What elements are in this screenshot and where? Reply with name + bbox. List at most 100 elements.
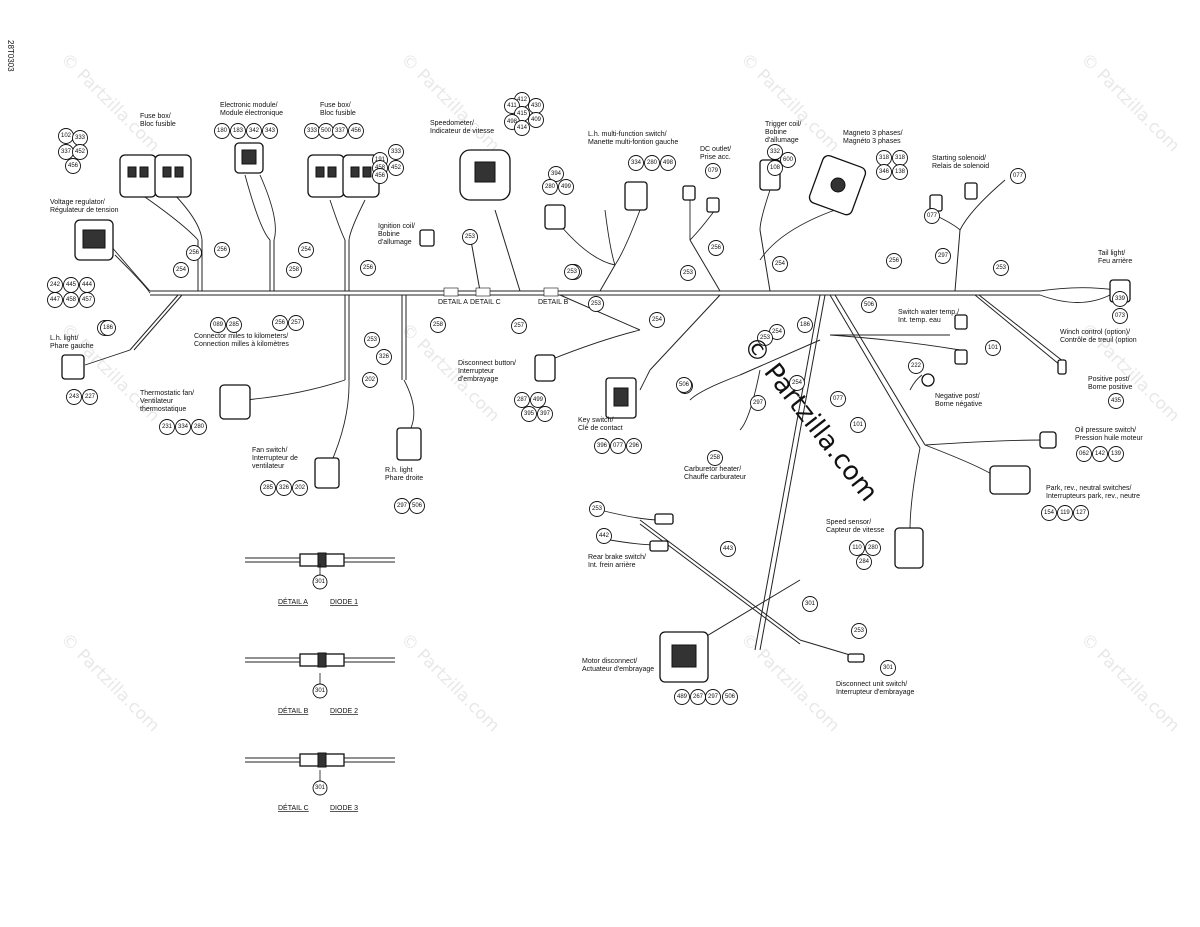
- label-line: Speedometer/: [430, 120, 474, 127]
- part-callout: 334: [175, 419, 191, 435]
- callout-number: 253: [592, 506, 603, 512]
- part-callout: 253: [680, 265, 696, 281]
- label-line: Disconnect button/: [458, 360, 516, 367]
- connector-multi-function[interactable]: [544, 181, 648, 230]
- connector-dc-outlet[interactable]: [682, 185, 720, 213]
- label-positive: Positive post/Borne positive: [1088, 376, 1132, 391]
- connector-disconnect-unit[interactable]: [847, 653, 865, 663]
- label-line: Régulateur de tension: [50, 207, 119, 214]
- part-callout: 253: [757, 330, 773, 346]
- part-callout: 285: [226, 317, 242, 333]
- callout-number: 445: [66, 282, 77, 288]
- detail-title: DÉTAIL B: [278, 706, 309, 715]
- connector-rh-light[interactable]: [396, 427, 422, 461]
- part-callout: 077: [1010, 168, 1026, 184]
- watermark: © Partzilla.com: [396, 629, 503, 736]
- connector-fan-switch[interactable]: [314, 457, 340, 489]
- callout-number: 243: [69, 394, 80, 400]
- connector-switch-water-temp[interactable]: [954, 314, 968, 365]
- part-callout: 077: [830, 391, 846, 407]
- part-callout: 280: [865, 540, 881, 556]
- connector-motor-disconnect[interactable]: [659, 631, 709, 683]
- connector-rear-brake[interactable]: [649, 513, 674, 552]
- label-line: L.h. light/: [50, 335, 78, 342]
- callout-number: 337: [335, 128, 346, 134]
- callout-number: 334: [631, 160, 642, 166]
- part-callout: 333: [388, 144, 404, 160]
- part-callout: 079: [705, 163, 721, 179]
- callout-number: 506: [725, 694, 736, 700]
- label-line: Carburetor heater/: [684, 466, 741, 473]
- callout-number: 242: [50, 282, 61, 288]
- callout-number: 139: [1111, 451, 1122, 457]
- part-callout: 284: [856, 554, 872, 570]
- connector-park-rev-neutral[interactable]: [989, 465, 1031, 495]
- connector-voltage-regulator[interactable]: [74, 219, 114, 261]
- callout-number: 101: [853, 422, 864, 428]
- connector-fuse-box-1[interactable]: [119, 154, 192, 198]
- callout-number: 186: [800, 322, 811, 328]
- part-callout: 337: [58, 144, 74, 160]
- fine-wires: [84, 174, 1116, 661]
- connector-disconnect-button[interactable]: [534, 354, 556, 382]
- connector-electronic-module[interactable]: [234, 142, 264, 174]
- callout-number: 337: [61, 149, 72, 155]
- callout-number: 267: [693, 694, 704, 700]
- part-callout: 256: [186, 245, 202, 261]
- label-rearbrake: Rear brake switch/Int. frein arrière: [588, 554, 646, 569]
- label-winch: Winch control (option)/Contrôle de treui…: [1060, 329, 1137, 344]
- part-callout: 138: [892, 164, 908, 180]
- part-callout: 326: [376, 349, 392, 365]
- connector-key-switch[interactable]: [605, 377, 637, 419]
- label-line: Connector miles to kilometers/: [194, 333, 288, 340]
- connector-magneto[interactable]: [808, 154, 867, 216]
- part-callout: 256: [214, 242, 230, 258]
- connector-lh-light[interactable]: [61, 354, 85, 380]
- part-callout: 339: [1112, 291, 1128, 307]
- callout-number: 110: [852, 545, 862, 551]
- callout-number: 506: [864, 302, 875, 308]
- callout-number: 102: [61, 133, 72, 139]
- label-line: Borne négative: [935, 401, 982, 408]
- detail-a-diagram: [245, 552, 395, 568]
- callout-number: 285: [263, 485, 274, 491]
- negative-post[interactable]: [921, 373, 935, 387]
- detail-part: 301: [315, 688, 326, 694]
- detail-name: DIODE 1: [330, 599, 358, 606]
- callout-number: 180: [217, 128, 228, 134]
- label-line: Electronic module/: [220, 102, 278, 109]
- label-taillight: Tail light/Feu arrière: [1098, 250, 1132, 265]
- callout-number: 326: [279, 485, 290, 491]
- callout-number: 456: [68, 163, 79, 169]
- connector-speed-sensor[interactable]: [894, 527, 924, 569]
- connector-oil-pressure[interactable]: [1039, 431, 1057, 449]
- watermark: © Partzilla.com: [736, 629, 843, 736]
- callout-number: 119: [1060, 510, 1070, 516]
- callout-number: 254: [792, 380, 803, 386]
- label-line: Relais de solenoid: [932, 163, 989, 170]
- part-callout: 499: [530, 392, 546, 408]
- part-callout: 183: [230, 123, 246, 139]
- label-line: Speed sensor/: [826, 519, 871, 526]
- document-id: 28T0303: [6, 40, 15, 72]
- connector-thermostatic-fan[interactable]: [219, 384, 251, 420]
- label-switchwater: Switch water temp./Int. temp. eau: [898, 309, 959, 324]
- connector-starting-solenoid[interactable]: [929, 182, 978, 212]
- label-line: Thermostatic fan/: [140, 390, 194, 397]
- connector-ignition-coil[interactable]: [419, 229, 435, 247]
- label-line: Trigger coil/: [765, 121, 801, 128]
- detail-name: DIODE 2: [330, 708, 358, 715]
- main-harness: [129, 209, 1065, 656]
- callout-number: 456: [351, 128, 362, 134]
- callout-number: 506: [679, 382, 690, 388]
- part-callout: 101: [850, 417, 866, 433]
- connector-fuse-box-2[interactable]: [307, 154, 380, 198]
- label-keyswitch: Key switch/Clé de contact: [578, 417, 623, 432]
- positive-post[interactable]: [1057, 359, 1067, 375]
- label-line: Magnéto 3 phases: [843, 138, 901, 145]
- label-lhlight: L.h. light/Phare gauche: [50, 335, 94, 350]
- label-motordisc: Motor disconnect/Actuateur d'embrayage: [582, 658, 654, 673]
- connector-speedometer[interactable]: [459, 149, 511, 201]
